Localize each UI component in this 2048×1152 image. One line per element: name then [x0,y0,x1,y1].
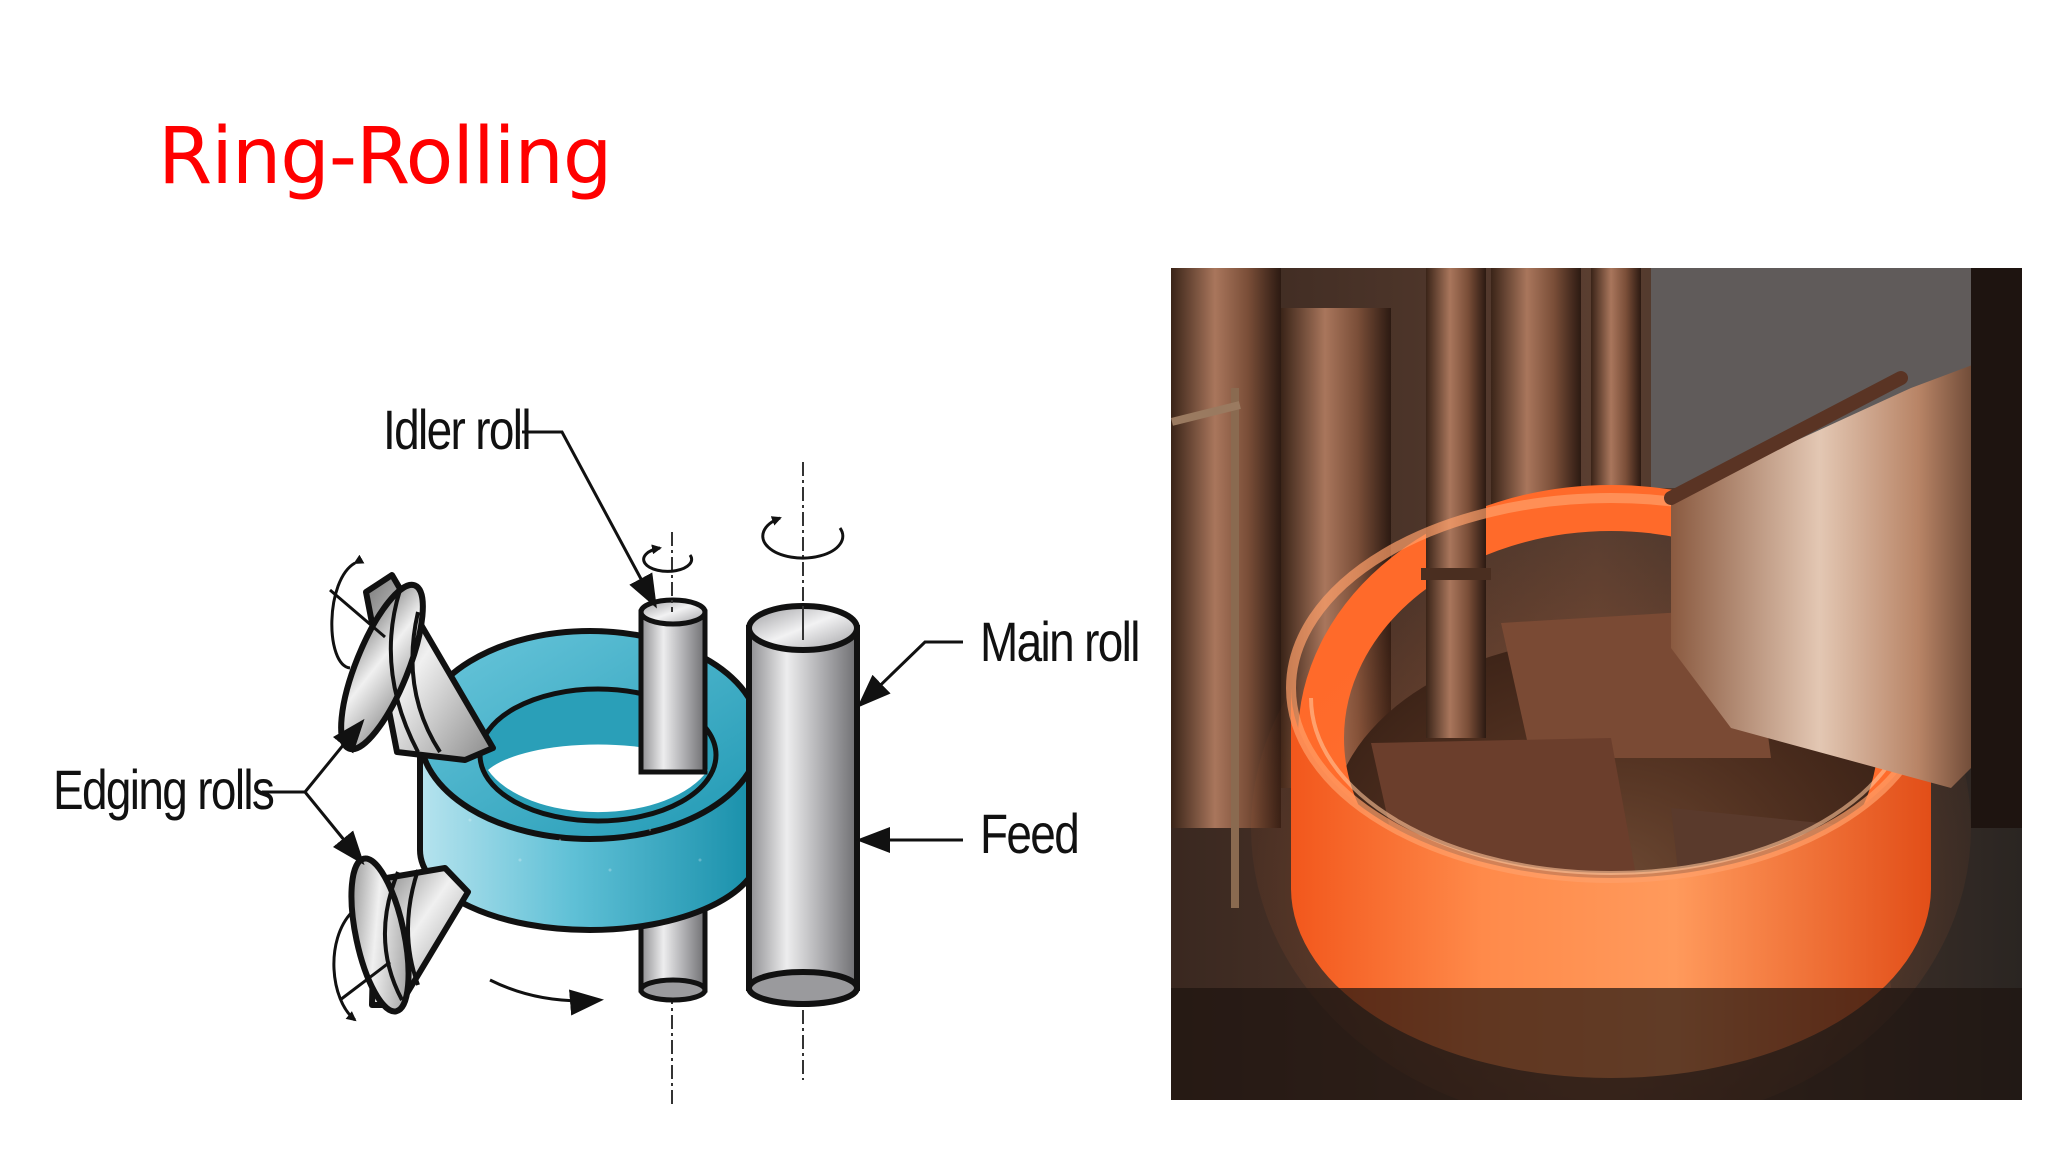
idler-leader-arrow [522,430,657,609]
main-rotation-arrow [761,516,845,560]
main-roll-leader-arrow [857,640,963,708]
label-feed: Feed [980,802,1080,865]
label-edging-rolls: Edging rolls [53,758,275,821]
edging-leader-upper [303,718,365,793]
edging-leader-lower [303,791,365,866]
slide-title: Ring-Rolling [158,112,612,202]
ring-rolling-photo [1171,268,2022,1100]
idler-rotation-arrow [642,544,694,573]
hot-ring-photo-illustration [1171,268,2022,1100]
upper-edging-roll [329,554,496,763]
lower-edging-roll [332,855,471,1022]
workpiece-ring [417,628,763,933]
ring-rolling-diagram: Idler roll Main roll Feed Edging rolls [53,398,1140,1108]
label-idler-roll: Idler roll [383,398,532,461]
ring-rolling-schematic [262,430,963,1108]
label-main-roll: Main roll [980,610,1140,673]
main-roll [746,603,860,1007]
ring-rotation-arrow [489,978,604,1016]
idler-roll-upper [638,609,708,775]
